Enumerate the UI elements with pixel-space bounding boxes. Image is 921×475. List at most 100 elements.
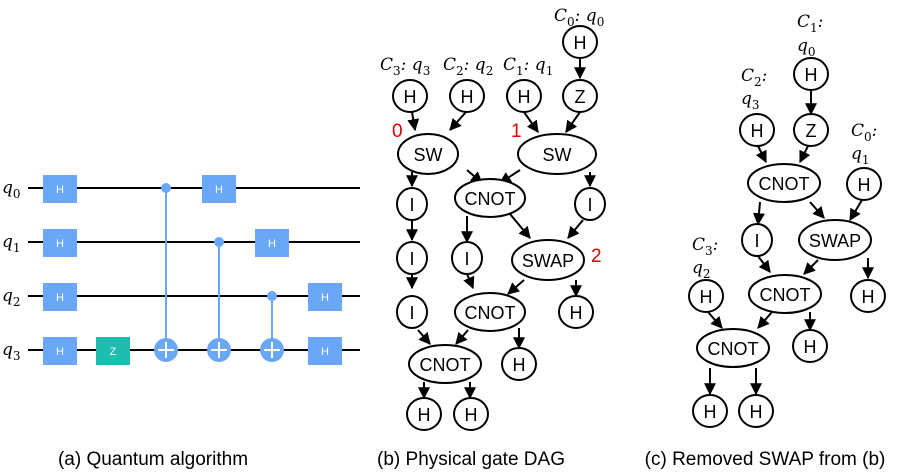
svg-text:q3: q3 (741, 89, 760, 112)
node-b-sw1: SW (517, 133, 597, 175)
node-c-h-out1: H (850, 279, 886, 313)
svg-text:CNOT: CNOT (465, 303, 516, 323)
svg-text:I: I (409, 303, 414, 323)
node-c-h-c1: H (793, 57, 829, 91)
svg-text:SWAP: SWAP (809, 231, 861, 251)
svg-text:H: H (321, 292, 329, 304)
svg-text:C3:: C3: (692, 235, 718, 258)
node-b-h-c1: H (506, 79, 542, 113)
svg-text:CNOT: CNOT (760, 285, 811, 305)
caption-c: (c) Removed SWAP from (b) (645, 449, 886, 470)
svg-text:H: H (56, 292, 64, 304)
dag-b-edges (406, 58, 596, 400)
node-c-h-c2: H (739, 113, 775, 147)
svg-text:H: H (513, 355, 526, 375)
node-b-i3: I (396, 241, 428, 275)
svg-text:H: H (465, 405, 478, 425)
node-b-sw0: SW (397, 133, 459, 175)
node-b-swap: SWAP (511, 239, 585, 281)
node-b-i1: I (396, 187, 428, 221)
svg-text:CNOT: CNOT (465, 189, 516, 209)
red-mark-1: 1 (511, 121, 522, 142)
svg-text:Z: Z (110, 346, 117, 358)
svg-text:Z: Z (806, 121, 817, 141)
node-c-cnot-b: CNOT (748, 274, 822, 314)
node-b-z-c0: Z (562, 79, 598, 113)
svg-text:H: H (700, 287, 713, 307)
svg-text:I: I (409, 195, 414, 215)
node-c-cnot-c: CNOT (696, 328, 770, 368)
qubit-label-q3: q3 (2, 340, 21, 363)
node-b-h-c0: H (562, 25, 598, 59)
qubit-label-q2: q2 (2, 286, 21, 309)
cnot-target-0 (154, 338, 178, 362)
svg-text:I: I (464, 249, 469, 269)
node-b-i4: I (451, 241, 483, 275)
svg-text:q1: q1 (851, 144, 870, 167)
label-c2-q2: C2: q2 (443, 55, 493, 78)
h-gate-q0-b: H (202, 175, 236, 203)
svg-text:H: H (862, 287, 875, 307)
node-c-cnot-a: CNOT (747, 163, 821, 203)
dag-c-edges (704, 90, 874, 396)
svg-text:H: H (751, 121, 764, 141)
svg-text:I: I (409, 249, 414, 269)
svg-text:H: H (321, 346, 329, 358)
node-c-h-c0: H (846, 167, 882, 201)
node-b-cnot-c: CNOT (408, 344, 482, 384)
svg-text:H: H (56, 238, 64, 250)
svg-text:Z: Z (575, 87, 586, 107)
red-mark-0: 0 (392, 121, 403, 142)
svg-text:H: H (404, 87, 417, 107)
node-b-cnot-a: CNOT (454, 178, 526, 218)
svg-text:H: H (858, 175, 871, 195)
svg-text:CNOT: CNOT (708, 339, 759, 359)
svg-text:q0: q0 (797, 36, 816, 59)
label-c1-q1: C1: q1 (503, 55, 553, 78)
node-b-h-out3: H (406, 397, 442, 431)
node-c-h-out3: H (692, 394, 728, 428)
node-c-h-out4: H (738, 394, 774, 428)
node-b-i5: I (396, 295, 428, 329)
svg-text:H: H (804, 337, 817, 357)
svg-text:C1:: C1: (797, 12, 823, 35)
h-gate-q1-a: H (43, 229, 77, 257)
qubit-label-q0: q0 (2, 178, 21, 201)
control-dot-q1 (214, 237, 224, 247)
h-gate-q0-a: H (43, 175, 77, 203)
svg-text:H: H (56, 346, 64, 358)
panel-a-circuit: q0 q1 q2 q3 H H H H Z H (2, 175, 360, 470)
qubit-label-q1: q1 (2, 232, 21, 255)
svg-text:I: I (587, 195, 592, 215)
control-dot-q0 (161, 183, 171, 193)
label-c2-q3: C2: q3 (741, 66, 767, 112)
node-b-i2: I (574, 187, 606, 221)
node-b-h-c2: H (449, 79, 485, 113)
label-c1-q0: C1: q0 (797, 12, 823, 59)
svg-text:CNOT: CNOT (420, 355, 471, 375)
label-c0-q0: C0: q0 (554, 6, 604, 29)
node-b-h-out2: H (501, 347, 537, 381)
node-c-i: I (741, 223, 773, 257)
svg-text:H: H (56, 184, 64, 196)
svg-text:H: H (570, 303, 583, 323)
panel-b-dag: C0: q0 C3: q3 C2: q2 C1: q1 (377, 6, 606, 470)
svg-text:H: H (418, 405, 431, 425)
label-c3-q3: C3: q3 (380, 55, 430, 78)
h-gate-q3-b: H (308, 337, 342, 365)
svg-text:CNOT: CNOT (759, 174, 810, 194)
z-gate-q3: Z (96, 337, 130, 365)
node-c-swap: SWAP (798, 219, 872, 261)
cnot-target-2 (260, 338, 284, 362)
caption-a: (a) Quantum algorithm (58, 449, 248, 470)
h-gate-q1-b: H (255, 229, 289, 257)
svg-text:H: H (518, 87, 531, 107)
svg-text:H: H (805, 65, 818, 85)
node-c-h-c3: H (688, 279, 724, 313)
cnot-target-1 (207, 338, 231, 362)
node-b-cnot-b: CNOT (454, 292, 526, 332)
svg-text:C2:: C2: (741, 66, 767, 89)
svg-text:H: H (268, 238, 276, 250)
svg-text:C0:: C0: (851, 121, 877, 144)
